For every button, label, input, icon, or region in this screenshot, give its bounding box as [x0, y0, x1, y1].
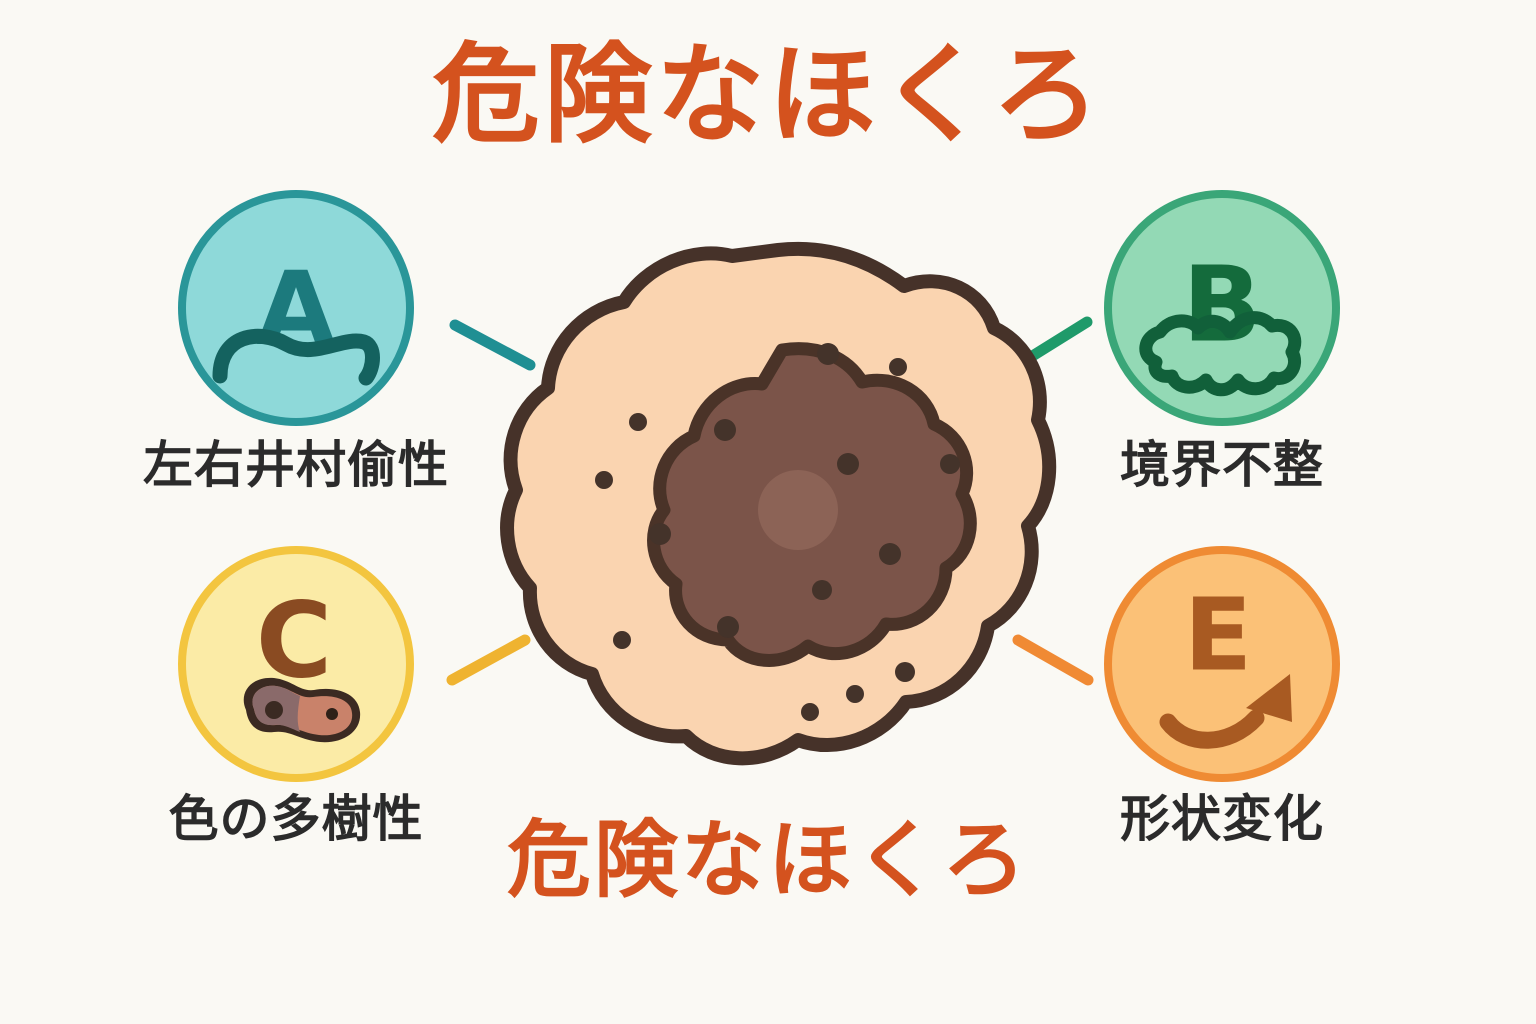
evolving-arrow-icon [1159, 674, 1292, 749]
badge-a-circle [178, 190, 414, 426]
lesion-center-spot [758, 470, 838, 550]
badge-e-label: 形状変化 [1120, 790, 1324, 848]
page-caption: 危険なほくろ [506, 811, 1029, 909]
badge-b[interactable]: B [1100, 186, 1344, 430]
badge-a-label: 左右井村偷性 [143, 436, 449, 494]
page-title: 危険なほくろ [431, 33, 1104, 158]
badge-c[interactable]: C [174, 542, 418, 786]
badge-b-letter: B [1182, 243, 1261, 365]
badge-a[interactable]: A [174, 186, 418, 430]
irregular-mole-illustration [500, 232, 1060, 792]
badge-b-circle [1104, 190, 1340, 426]
badge-e[interactable]: E [1100, 542, 1344, 786]
badge-e-letter: E [1184, 576, 1252, 693]
irregular-border-icon [1139, 311, 1302, 397]
color-variation-mole-icon [243, 677, 361, 743]
badge-c-label: 色の多樹性 [168, 790, 424, 848]
asymmetry-wave-icon [212, 328, 380, 386]
badge-b-label: 境界不整 [1120, 436, 1324, 494]
lesion-pigment-dots [595, 343, 960, 721]
